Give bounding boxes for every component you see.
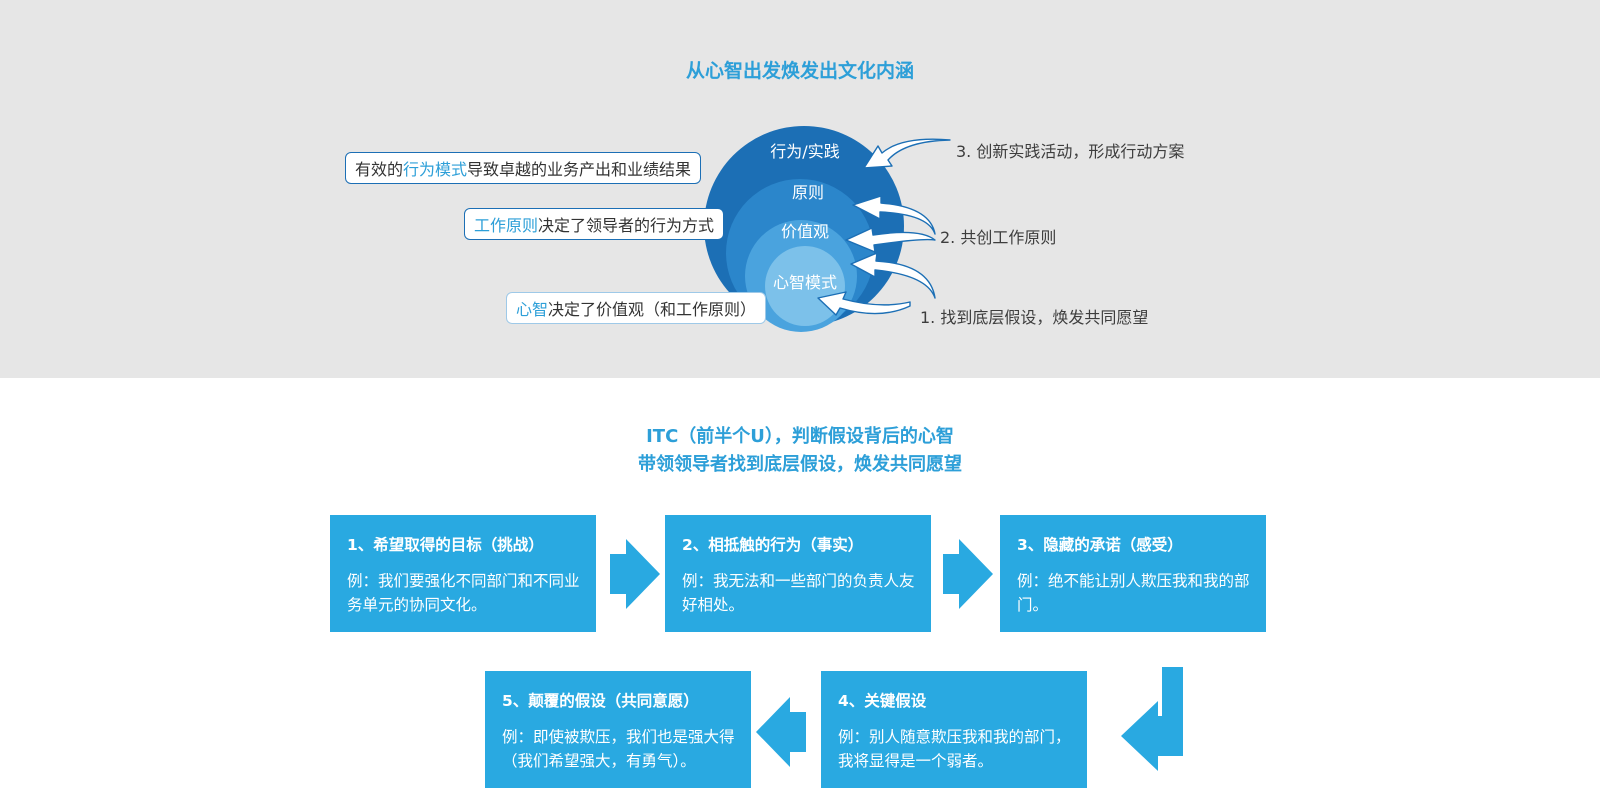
flow-box-5-title: 5、颠覆的假设（共同意愿）: [502, 692, 699, 710]
flow-box-3-title: 3、隐藏的承诺（感受）: [1017, 536, 1183, 554]
callout-behavior-highlight: 行为模式: [403, 160, 468, 179]
step-label-1: 1. 找到底层假设，焕发共同愿望: [920, 308, 1149, 327]
arrow-down-left-icon: [1121, 667, 1183, 771]
arrow-left-icon: [756, 697, 806, 767]
callout-mindset-post: 决定了价值观（和工作原则）: [548, 300, 757, 319]
itc-subtitle-line1: ITC（前半个U），判断假设背后的心智: [646, 426, 954, 447]
arrow-to-principle-icon: [852, 195, 936, 235]
step-label-3: 3. 创新实践活动，形成行动方案: [956, 142, 1185, 161]
flow-box-1-title: 1、希望取得的目标（挑战）: [347, 536, 544, 554]
flow-box-2-body: 例：我无法和一些部门的负责人友好相处。: [682, 572, 915, 614]
arrow-to-mindset-icon: [850, 252, 936, 299]
step-label-2: 2. 共创工作原则: [940, 228, 1057, 247]
flow-box-1: 1、希望取得的目标（挑战） 例：我们要强化不同部门和不同业务单元的协同文化。: [330, 515, 596, 632]
arrow-to-values-icon: [845, 227, 936, 253]
arrow-right-2-icon: [943, 539, 993, 609]
layer-label-behavior: 行为/实践: [770, 142, 840, 161]
flow-box-2-title: 2、相抵触的行为（事实）: [682, 536, 864, 554]
callout-behavior-pre: 有效的: [355, 160, 404, 179]
arrow-to-mindset-lower-icon: [817, 291, 911, 316]
onion-diagram: [704, 126, 951, 332]
flow-box-1-body: 例：我们要强化不同部门和不同业务单元的协同文化。: [347, 572, 580, 614]
ring-mindset: [765, 246, 845, 326]
layer-label-values: 价值观: [780, 222, 830, 241]
flow-box-4-body: 例：别人随意欺压我和我的部门，我将显得是一个弱者。: [838, 728, 1071, 770]
callout-principle-highlight: 工作原则: [474, 216, 539, 235]
flow-box-3-body: 例：绝不能让别人欺压我和我的部门。: [1017, 572, 1250, 614]
layer-label-principle: 原则: [791, 183, 825, 202]
callout-behavior: 有效的行为模式导致卓越的业务产出和业绩结果: [345, 152, 702, 184]
callout-principle-post: 决定了领导者的行为方式: [538, 216, 715, 235]
flow-box-4-title: 4、关键假设: [838, 692, 927, 710]
arrow-to-behavior-icon: [863, 138, 951, 169]
flow-box-3: 3、隐藏的承诺（感受） 例：绝不能让别人欺压我和我的部门。: [1000, 515, 1266, 632]
callout-behavior-post: 导致卓越的业务产出和业绩结果: [467, 160, 692, 179]
flow-box-2: 2、相抵触的行为（事实） 例：我无法和一些部门的负责人友好相处。: [665, 515, 931, 632]
flow-box-5-body: 例：即使被欺压，我们也是强大得（我们希望强大，有勇气）。: [502, 728, 735, 770]
layer-label-mindset: 心智模式: [772, 273, 838, 292]
callout-mindset: 心智决定了价值观（和工作原则）: [506, 292, 767, 324]
flow-box-4: 4、关键假设 例：别人随意欺压我和我的部门，我将显得是一个弱者。: [821, 671, 1087, 788]
arrow-right-1-icon: [610, 539, 660, 609]
callout-principle: 工作原则决定了领导者的行为方式: [464, 208, 725, 240]
itc-subtitle-line2: 带领领导者找到底层假设，焕发共同愿望: [638, 454, 962, 475]
main-title: 从心智出发焕发出文化内涵: [685, 60, 914, 82]
flow-box-5: 5、颠覆的假设（共同意愿） 例：即使被欺压，我们也是强大得（我们希望强大，有勇气…: [485, 671, 751, 788]
callout-mindset-highlight: 心智: [516, 300, 549, 319]
